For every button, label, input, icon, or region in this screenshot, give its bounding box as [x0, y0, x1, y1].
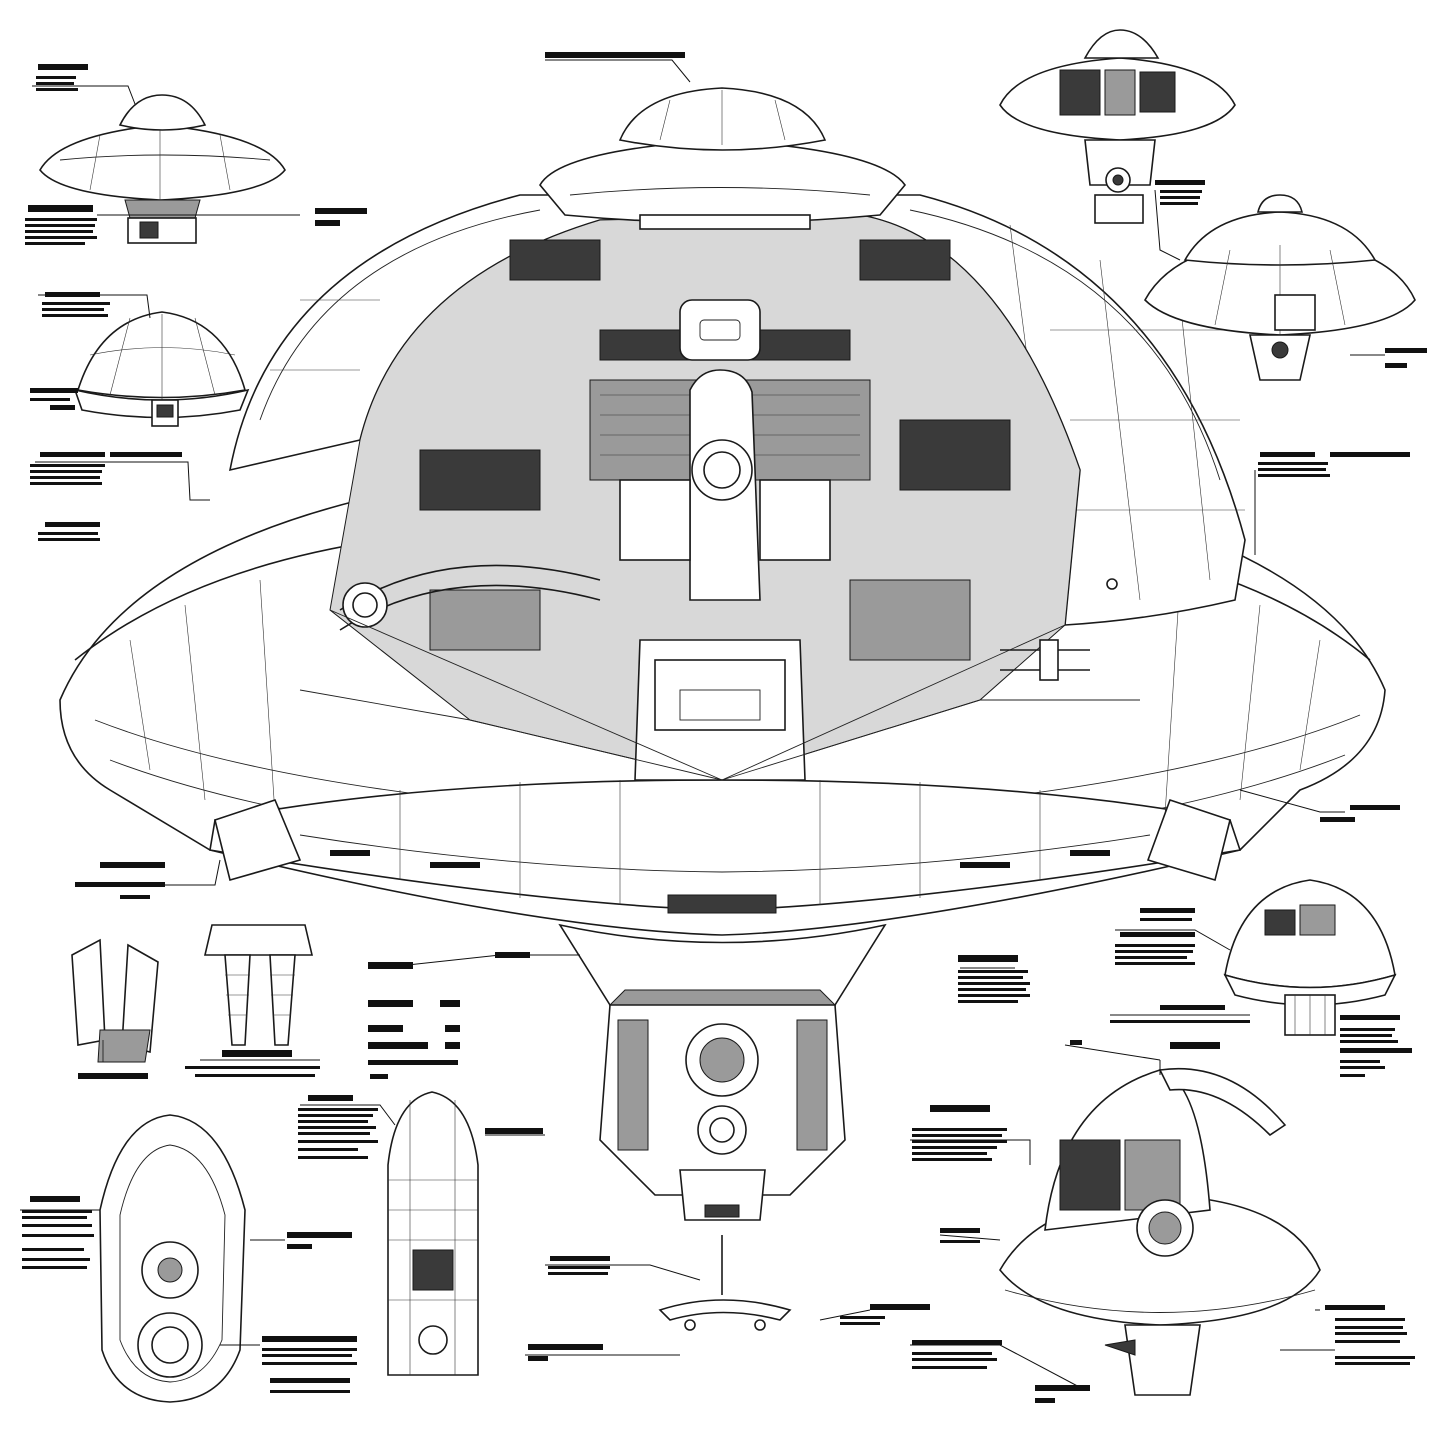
right-dome-saucer: [1144, 194, 1416, 381]
bottom-right-saucer: [999, 1067, 1321, 1396]
label-glyphs: [22, 52, 1427, 1403]
capsule-elevation: [387, 1091, 479, 1376]
left-dome-module: [73, 311, 250, 427]
top-left-saucer: [39, 94, 286, 244]
right-pod: [1223, 879, 1397, 1036]
leader-lines: [20, 59, 1385, 1391]
main-saucer-cutaway: [59, 87, 1386, 1331]
capsule-plan: [99, 1114, 246, 1403]
top-right-saucer: [999, 29, 1236, 224]
leg-part: [203, 924, 314, 1046]
bracket-part: [71, 938, 159, 1063]
